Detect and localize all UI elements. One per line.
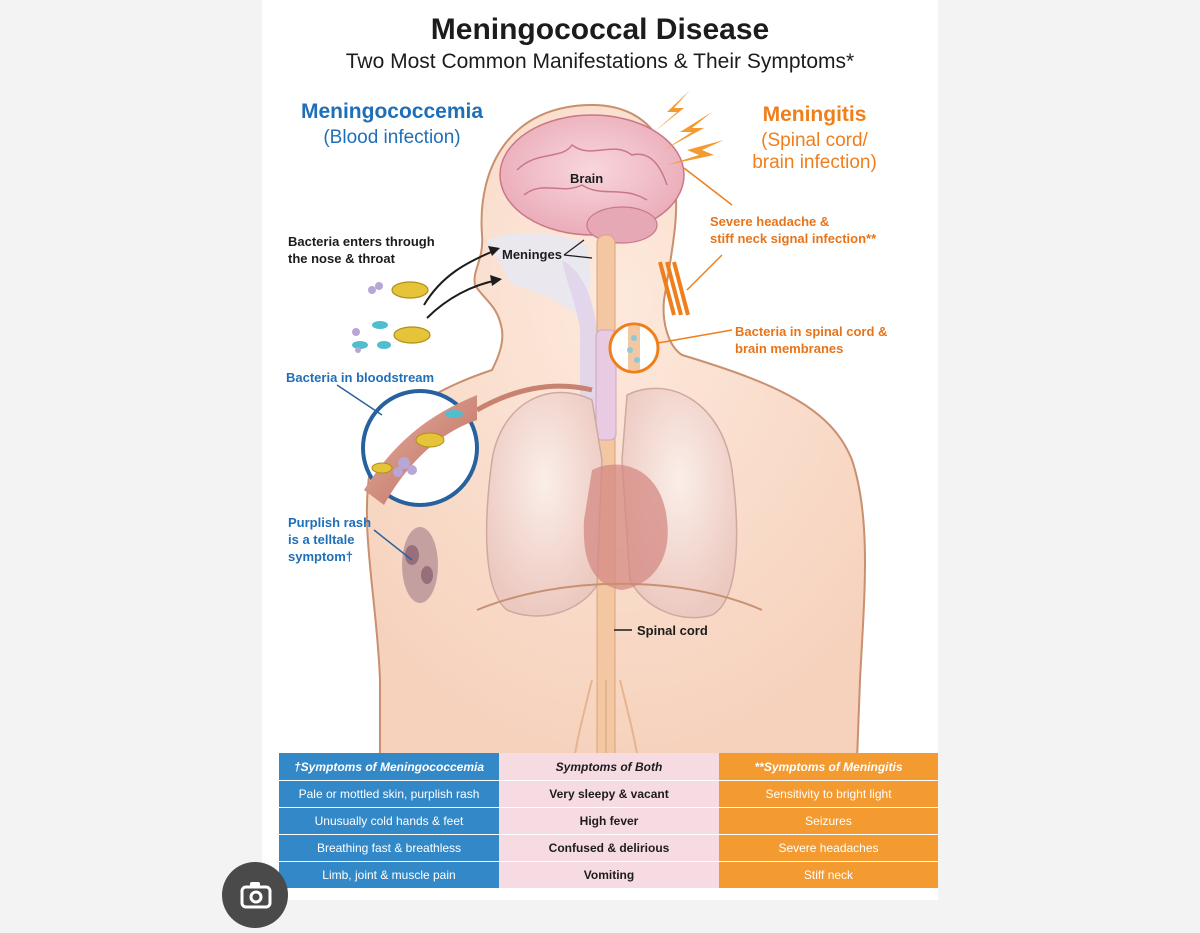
meningococcemia-title: Meningococcemia bbox=[300, 100, 484, 123]
label-membranes: Bacteria in spinal cord & brain membrane… bbox=[735, 323, 887, 357]
camera-button[interactable] bbox=[222, 862, 288, 928]
meningitis-subtitle-1: (Spinal cord/ bbox=[761, 130, 868, 151]
poster-title: Meningococcal Disease bbox=[430, 13, 770, 46]
table-row: Limb, joint & muscle pain Vomiting Stiff… bbox=[279, 861, 938, 889]
table-row: Breathing fast & breathless Confused & d… bbox=[279, 834, 938, 862]
meningitis-title: Meningitis bbox=[762, 103, 867, 126]
label-bacteria-enters-line2: the nose & throat bbox=[288, 251, 395, 266]
poster-subtitle: Two Most Common Manifestations & Their S… bbox=[345, 50, 855, 73]
heart bbox=[583, 464, 668, 590]
label-meninges: Meninges bbox=[502, 247, 562, 262]
label-rash-line2: is a telltale bbox=[288, 532, 355, 547]
cell-meningitis: Stiff neck bbox=[719, 861, 938, 889]
purplish-rash bbox=[402, 527, 438, 603]
anatomy-illustration bbox=[336, 90, 866, 760]
symptoms-table: †Symptoms of Meningococcemia Symptoms of… bbox=[279, 753, 938, 889]
label-bloodstream: Bacteria in bloodstream bbox=[286, 370, 435, 385]
meningococcemia-heading: Meningococcemia (Blood infection) bbox=[282, 100, 502, 149]
label-bacteria-enters-line1: Bacteria enters through bbox=[288, 234, 435, 249]
label-headache: Severe headache & stiff neck signal infe… bbox=[710, 213, 876, 247]
label-spinal-cord: Spinal cord bbox=[637, 623, 708, 638]
left-lung bbox=[485, 391, 603, 617]
cell-both: Confused & delirious bbox=[499, 834, 719, 862]
label-rash-line1: Purplish rash bbox=[288, 515, 372, 530]
cell-meningitis: Severe headaches bbox=[719, 834, 938, 862]
cell-meningococcemia: Limb, joint & muscle pain bbox=[279, 861, 499, 889]
table-row: Pale or mottled skin, purplish rash Very… bbox=[279, 780, 938, 808]
label-bacteria-enters: Bacteria enters through the nose & throa… bbox=[288, 233, 435, 267]
cell-meningitis: Sensitivity to bright light bbox=[719, 780, 938, 808]
meningitis-subtitle-2: brain infection) bbox=[752, 152, 877, 173]
label-rash-line3: symptom† bbox=[288, 549, 354, 564]
meningitis-heading: Meningitis (Spinal cord/ brain infection… bbox=[732, 103, 897, 174]
label-headache-line2: stiff neck signal infection** bbox=[710, 231, 877, 246]
cell-meningitis: Seizures bbox=[719, 807, 938, 835]
camera-icon bbox=[240, 882, 272, 909]
cell-both: High fever bbox=[499, 807, 719, 835]
meningococcemia-subtitle: (Blood infection) bbox=[323, 127, 461, 148]
header-both: Symptoms of Both bbox=[499, 753, 719, 781]
label-membranes-line2: brain membranes bbox=[735, 341, 844, 356]
cell-meningococcemia: Breathing fast & breathless bbox=[279, 834, 499, 862]
poster: Meningococcal Disease Two Most Common Ma… bbox=[262, 0, 938, 900]
label-headache-line1: Severe headache & bbox=[710, 214, 830, 229]
header-meningitis: **Symptoms of Meningitis bbox=[719, 753, 938, 781]
cell-meningococcemia: Unusually cold hands & feet bbox=[279, 807, 499, 835]
cell-both: Very sleepy & vacant bbox=[499, 780, 719, 808]
cell-meningococcemia: Pale or mottled skin, purplish rash bbox=[279, 780, 499, 808]
cell-both: Vomiting bbox=[499, 861, 719, 889]
table-header-row: †Symptoms of Meningococcemia Symptoms of… bbox=[279, 753, 938, 781]
label-brain: Brain bbox=[570, 171, 604, 186]
label-rash: Purplish rash is a telltale symptom† bbox=[288, 514, 371, 565]
header-meningococcemia: †Symptoms of Meningococcemia bbox=[279, 753, 499, 781]
label-membranes-line1: Bacteria in spinal cord & bbox=[735, 324, 888, 339]
table-row: Unusually cold hands & feet High fever S… bbox=[279, 807, 938, 835]
